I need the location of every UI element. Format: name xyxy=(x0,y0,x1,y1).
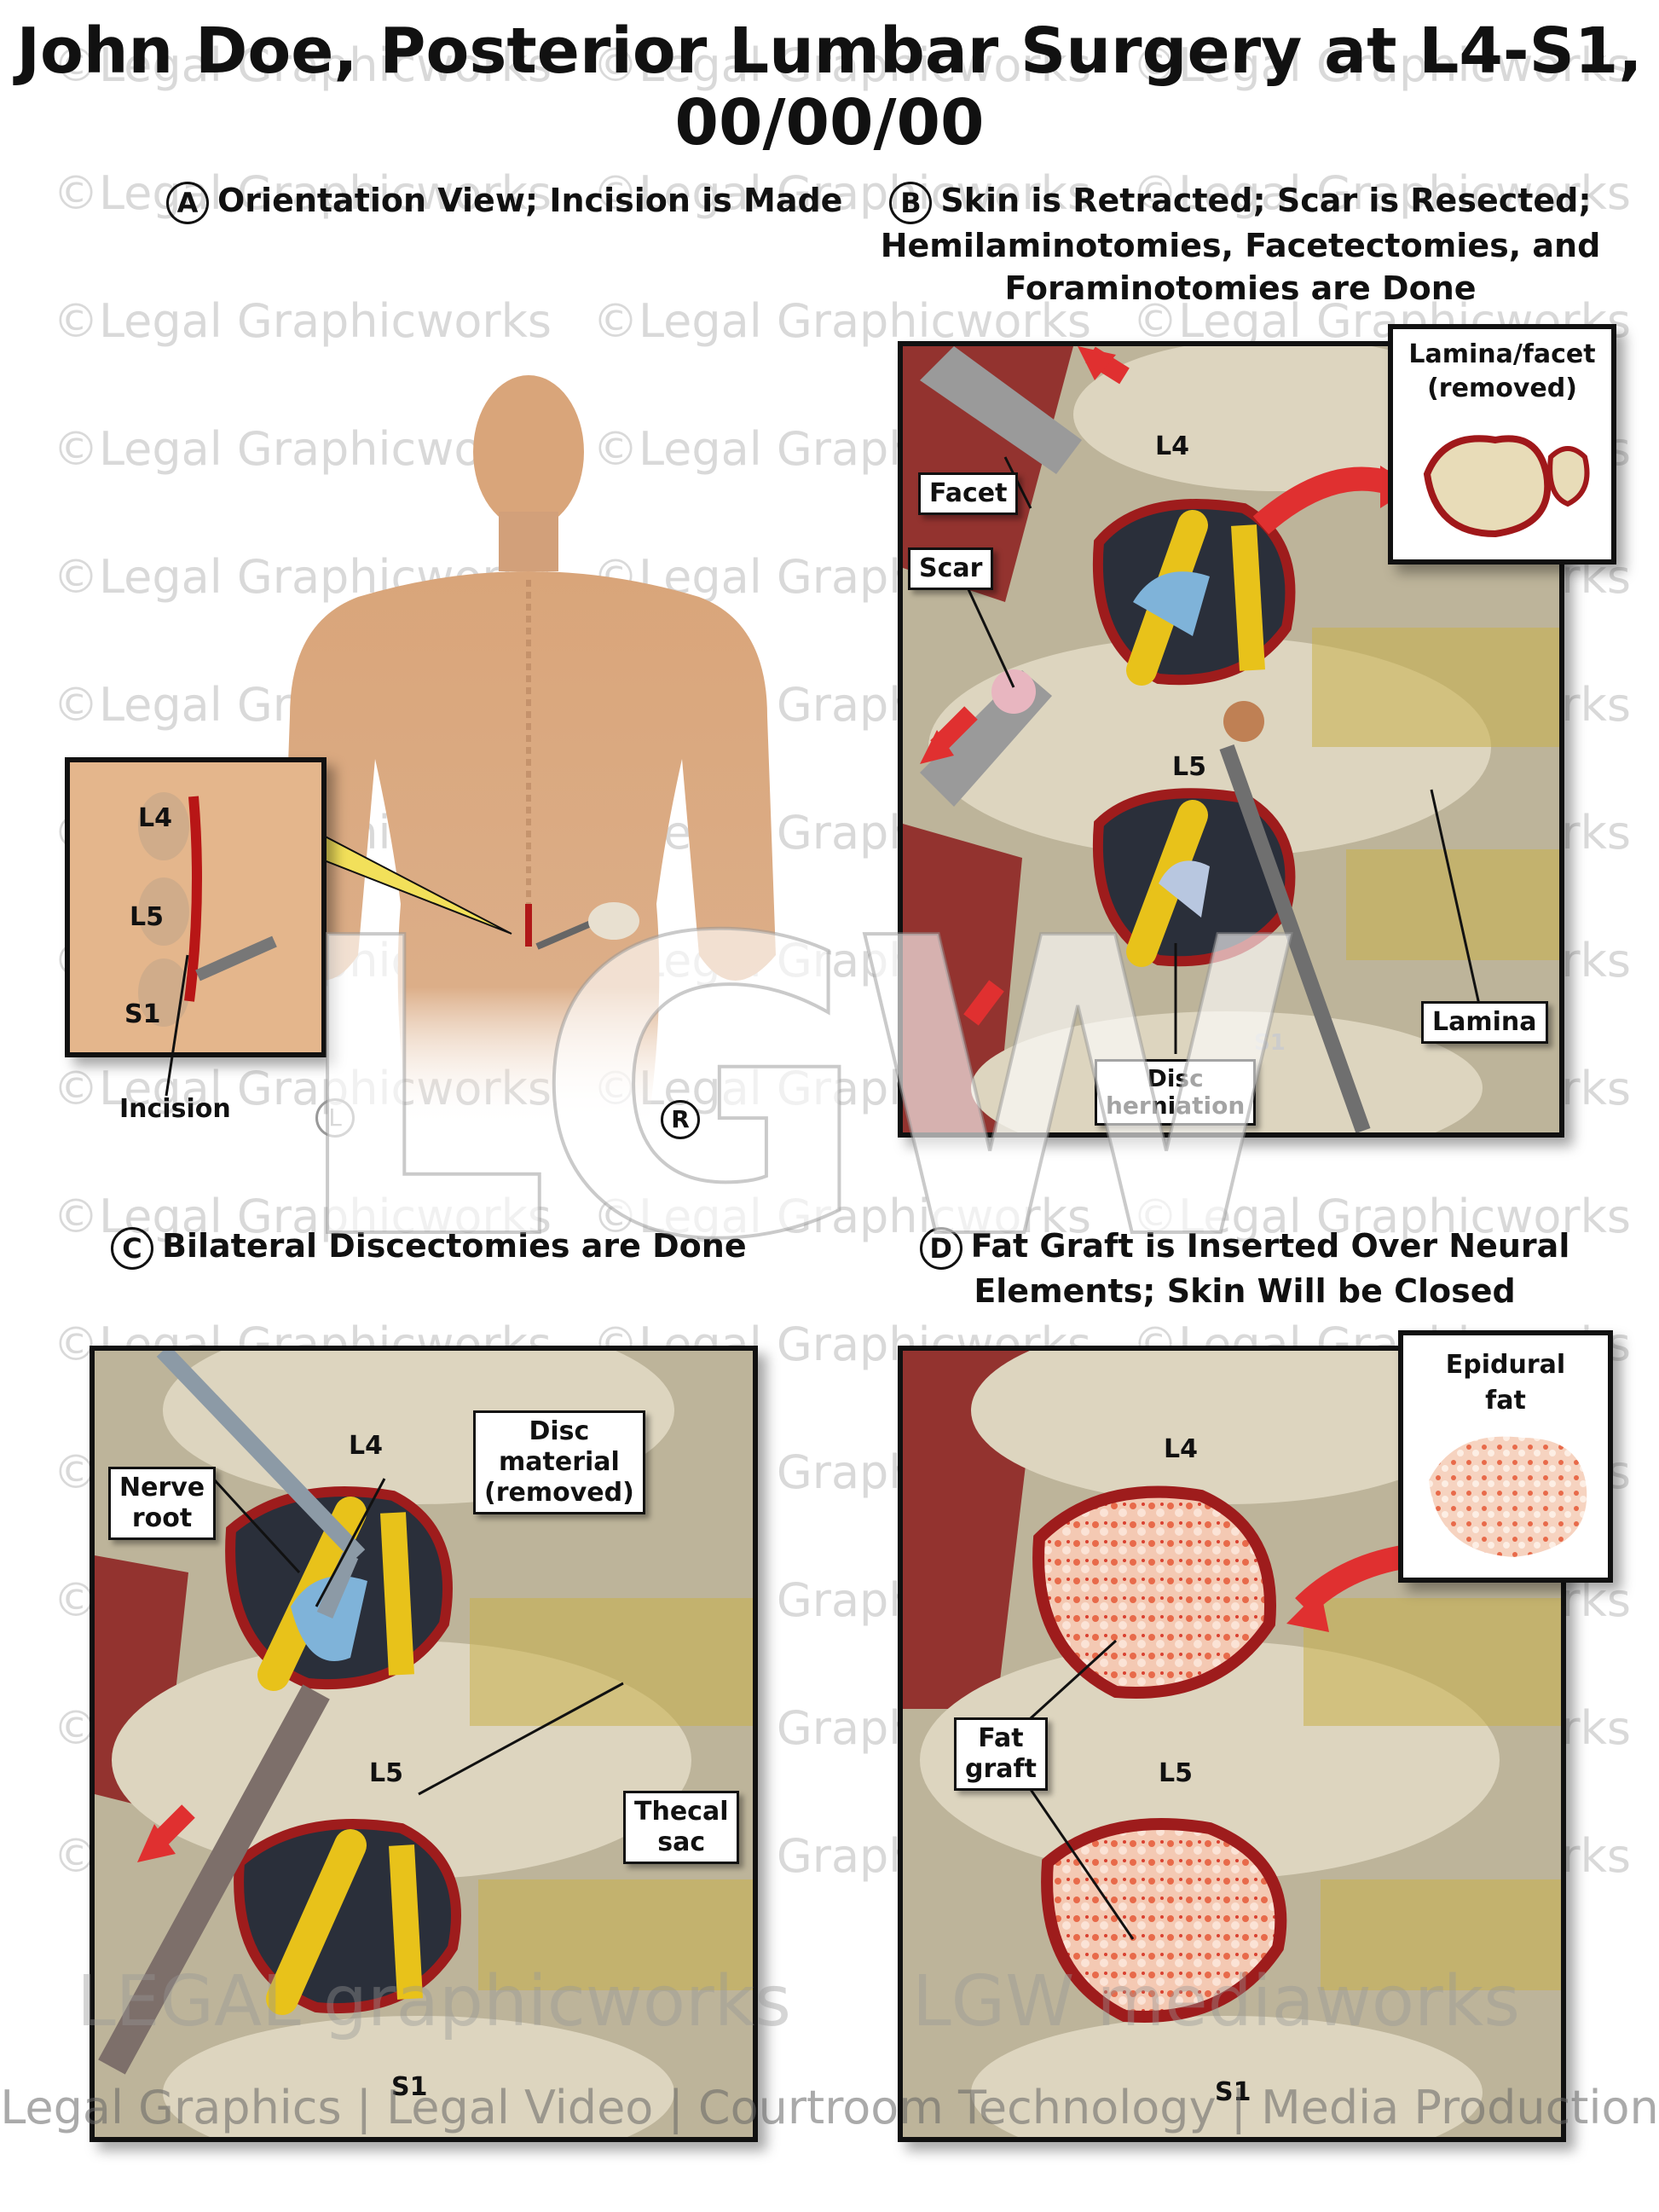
removed-lamina-label: Lamina/facet (removed) xyxy=(1393,338,1611,406)
step-b-badge: B xyxy=(889,181,933,224)
epidural-fat-label: Epidural fat xyxy=(1403,1347,1608,1419)
step-a-text: Orientation View; Incision is Made xyxy=(217,182,843,219)
watermark-text: ©Legal Graphicworks xyxy=(592,38,1092,92)
step-d-line-2: Elements; Skin Will be Closed xyxy=(974,1271,1516,1310)
footer-tagline: Legal Graphics | Legal Video | Courtroom… xyxy=(0,2081,1659,2134)
side-left-marker: L xyxy=(315,1098,355,1138)
title-line-2: 00/00/00 xyxy=(674,86,985,159)
torso-illustration xyxy=(281,375,776,1126)
side-right-marker: R xyxy=(661,1100,700,1139)
fat-graft-label: Fat graft xyxy=(954,1717,1048,1791)
title-line-1: John Doe, Posterior Lumbar Surgery at L4… xyxy=(16,14,1643,88)
panel-d-l5: L5 xyxy=(1159,1758,1193,1788)
facet-label: Facet xyxy=(918,472,1019,515)
incision-inset: L4 L5 S1 xyxy=(65,757,327,1057)
brand-right: LGW mediaworks xyxy=(912,1961,1520,2042)
disc-material-line-2: material xyxy=(499,1447,620,1477)
nerve-root-line-1: Nerve xyxy=(119,1473,205,1503)
removed-lamina-inset: Lamina/facet (removed) xyxy=(1388,324,1616,565)
panel-c-s1: S1 xyxy=(391,2072,428,2102)
disc-herniation-label: Disc herniation xyxy=(1095,1059,1257,1126)
back-figure xyxy=(256,358,801,1126)
panel-d-s1: S1 xyxy=(1215,2077,1251,2107)
watermark-text: ©Legal Graphicworks xyxy=(1132,166,1632,220)
watermark-text: ©Legal Graphicworks xyxy=(592,166,1092,220)
step-c-text: Bilateral Discectomies are Done xyxy=(162,1227,747,1265)
fat-graft-line-1: Fat xyxy=(978,1723,1024,1753)
watermark-text: ©Legal Graphicworks xyxy=(53,422,552,476)
incision-label: Incision xyxy=(119,1094,231,1124)
inset-spine-drawing xyxy=(138,792,277,1027)
panel-c-anatomy xyxy=(95,1351,753,2137)
inset-level-s1: S1 xyxy=(124,999,161,1029)
panel-c-l4: L4 xyxy=(349,1431,383,1461)
panel-b-s1: S1 xyxy=(1254,1030,1286,1056)
step-a-badge: A xyxy=(166,181,209,224)
removed-lamina-line-1: Lamina/facet xyxy=(1408,339,1596,369)
thecal-sac-line-2: sac xyxy=(657,1827,706,1857)
removed-bone-fragments xyxy=(1423,435,1590,538)
panel-b-l5: L5 xyxy=(1172,752,1206,782)
panel-d-l4: L4 xyxy=(1164,1434,1198,1464)
disc-material-line-1: Disc xyxy=(529,1416,590,1446)
nerve-root-line-2: root xyxy=(131,1503,193,1533)
watermark-text: ©Legal Graphicworks xyxy=(592,1190,1092,1243)
scar-label: Scar xyxy=(908,547,994,590)
lgw-logo-watermark: LGW xyxy=(288,851,1305,1331)
watermark-text: ©Legal Graphicworks xyxy=(53,166,552,220)
thecal-sac-label: Thecal sac xyxy=(623,1791,740,1864)
epidural-fat-sample xyxy=(1429,1436,1587,1557)
disc-material-label: Disc material (removed) xyxy=(473,1410,645,1514)
epidural-fat-inset: Epidural fat xyxy=(1398,1330,1613,1583)
removed-lamina-line-2: (removed) xyxy=(1427,373,1577,403)
watermark-text: ©Legal Graphicworks xyxy=(53,294,552,348)
watermark-text: ©Legal Graphicworks xyxy=(592,294,1092,348)
watermark-text: ©Legal Graphicworks xyxy=(53,38,552,92)
panel-c-l5: L5 xyxy=(369,1758,403,1788)
thecal-sac-line-1: Thecal xyxy=(634,1797,729,1827)
watermark-text: ©Legal Graphicworks xyxy=(1132,38,1632,92)
inset-level-l5: L5 xyxy=(130,902,164,932)
nerve-root-label: Nerve root xyxy=(108,1467,217,1540)
step-b-line-2: Hemilaminotomies, Facetectomies, and xyxy=(880,226,1601,264)
step-c-badge: C xyxy=(111,1226,153,1270)
step-b-line-1: Skin is Retracted; Scar is Resected; xyxy=(940,182,1592,219)
disc-material-line-3: (removed) xyxy=(484,1478,634,1508)
fat-graft-line-2: graft xyxy=(965,1754,1037,1784)
page-title: John Doe, Posterior Lumbar Surgery at L4… xyxy=(0,15,1659,159)
step-b-line-3: Foraminotomies are Done xyxy=(1004,269,1477,307)
epidural-fat-line-2: fat xyxy=(1485,1386,1526,1416)
brand-left: LEGAL graphicworks xyxy=(77,1961,791,2042)
step-d-line-1: Fat Graft is Inserted Over Neural xyxy=(970,1227,1570,1265)
step-d-badge: D xyxy=(919,1226,962,1270)
panel-c-surgical-view: L4 L5 S1 Nerve root Disc material (remov… xyxy=(90,1346,758,2142)
panel-b-l4: L4 xyxy=(1155,431,1189,461)
lamina-label: Lamina xyxy=(1421,1001,1548,1044)
disc-herniation-line-2: herniation xyxy=(1106,1092,1246,1120)
epidural-fat-line-1: Epidural xyxy=(1445,1350,1566,1380)
disc-herniation-line-1: Disc xyxy=(1147,1064,1204,1092)
watermark-text: ©Legal Graphicworks xyxy=(1132,1190,1632,1243)
inset-level-l4: L4 xyxy=(138,803,172,833)
